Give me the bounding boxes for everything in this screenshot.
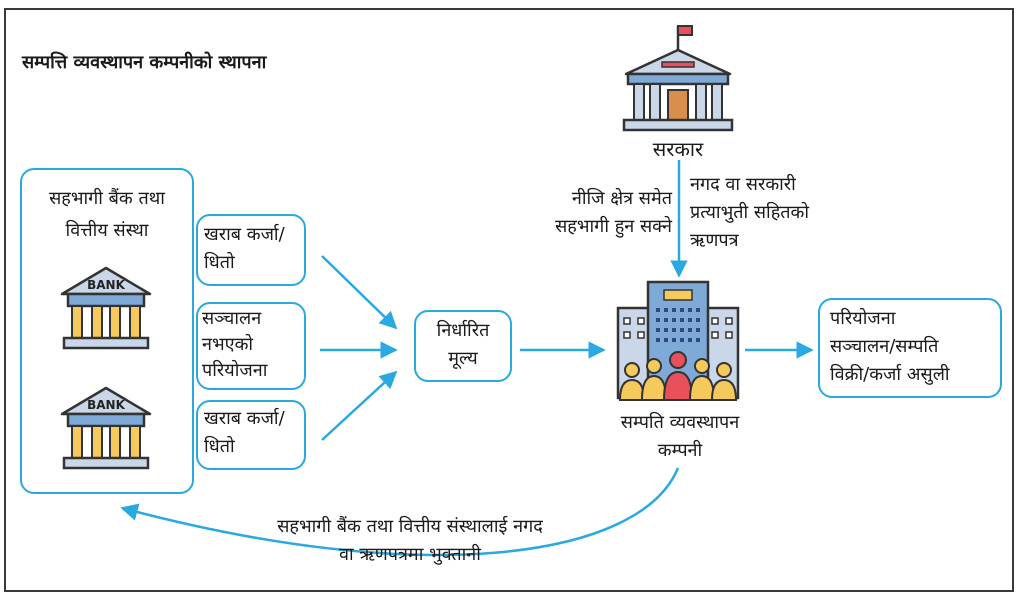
government-note-1: नगद वा सरकारी — [690, 174, 796, 195]
arrow-input3-to-price — [321, 370, 398, 441]
amc-label-1: सम्पति व्यवस्थापन — [620, 412, 740, 433]
amc-building-icon — [616, 280, 740, 401]
arrow-payment-curve — [120, 467, 680, 557]
input-2-line-3: परियोजना — [202, 360, 268, 381]
diagram-title: सम्पत्ति व्यवस्थापन कम्पनीको स्थापना — [22, 52, 267, 73]
private-sector-note-2: सहभागी हुन सक्ने — [555, 216, 672, 237]
input-box-stalled-project — [196, 302, 306, 390]
arrow-input1-to-price — [321, 255, 398, 330]
fixed-price-line-1: निर्धारित — [436, 320, 490, 341]
bank-group-label-1: सहभागी बैंक तथा — [49, 188, 165, 209]
bank-group-label-2: वित्तीय संस्था — [65, 220, 149, 241]
input-2-line-2: नभएको — [202, 334, 254, 355]
government-building-icon — [622, 25, 734, 132]
amc-label-2: कम्पनी — [657, 440, 703, 461]
fixed-price-box — [414, 310, 512, 382]
diagram-frame — [4, 8, 1014, 592]
government-note-3: ऋणपत्र — [690, 230, 739, 251]
input-3-line-2: धितो — [204, 436, 235, 457]
government-label: सरकार — [652, 137, 704, 161]
fixed-price-line-2: मूल्य — [448, 348, 478, 369]
input-1-line-1: खराब कर्जा/ — [204, 224, 285, 245]
input-2-line-1: सञ्चालन — [202, 308, 262, 329]
outcome-line-3: विक्री/कर्जा असुली — [830, 364, 950, 385]
bank-sign-text: BANK — [87, 278, 125, 292]
payment-note-2: वा ऋणपत्रमा भुक्तानी — [339, 544, 481, 565]
input-box-bad-loan-2 — [196, 400, 306, 470]
government-note-2: प्रत्याभुती सहितको — [690, 202, 809, 223]
outcome-line-2: सञ्चालन/सम्पति — [830, 336, 939, 357]
outcome-box — [818, 298, 1002, 398]
private-sector-note-1: नीजि क्षेत्र समेत — [571, 188, 672, 209]
input-box-bad-loan-1 — [196, 214, 306, 286]
bank-icon: BANK — [60, 386, 152, 470]
input-3-line-1: खराब कर्जा/ — [204, 408, 285, 429]
payment-note-1: सहभागी बैंक तथा वित्तीय संस्थालाई नगद — [277, 516, 543, 537]
bank-icon: BANK — [60, 266, 152, 350]
outcome-line-1: परियोजना — [830, 308, 896, 329]
input-1-line-2: धितो — [204, 252, 235, 273]
bank-group-box — [20, 168, 194, 494]
bank-sign-text: BANK — [87, 398, 125, 412]
